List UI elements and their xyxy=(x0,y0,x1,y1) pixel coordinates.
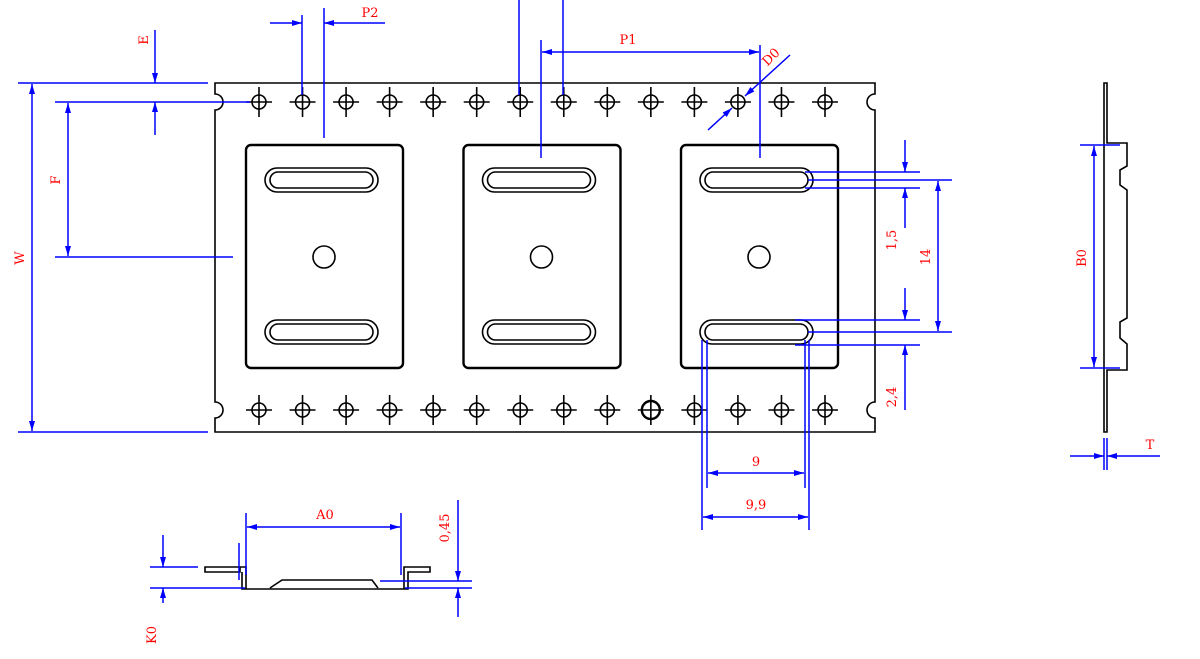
slot-outer xyxy=(481,319,597,345)
label-9: 9 xyxy=(752,455,760,470)
dimension-e: E xyxy=(18,30,250,135)
label-0-45: 0,45 xyxy=(438,514,453,543)
dimension-p1: P1 xyxy=(518,0,761,158)
sprocket-hole xyxy=(376,395,403,425)
dimension-slot-horizontal: 9 9,9 xyxy=(701,340,810,530)
slot-inner xyxy=(269,323,374,341)
sprocket-hole xyxy=(724,87,751,117)
slot-outer xyxy=(264,319,379,345)
sprocket-hole xyxy=(463,87,490,117)
sprocket-hole xyxy=(681,87,708,117)
sprocket-hole xyxy=(333,395,360,425)
sprocket-hole xyxy=(376,87,403,117)
pocket xyxy=(679,143,840,370)
side-view: B0 T xyxy=(1070,82,1160,470)
center-hole xyxy=(747,245,771,269)
sprocket-hole xyxy=(420,87,447,117)
sprocket-hole xyxy=(681,395,708,425)
sprocket-hole xyxy=(812,395,838,425)
sprocket-hole xyxy=(768,87,795,117)
sprocket-hole xyxy=(246,87,272,117)
dimension-d0: D0 xyxy=(707,46,791,131)
slot-outer xyxy=(264,167,379,193)
dimension-slot-vertical: 1,5 14 2,4 xyxy=(795,140,952,410)
sprocket-hole xyxy=(637,395,664,425)
sprocket-hole xyxy=(768,395,795,425)
sprocket-hole xyxy=(594,87,621,117)
slot-inner xyxy=(704,171,809,189)
dimension-f: F xyxy=(49,103,233,258)
sprocket-hole xyxy=(507,395,534,425)
label-1-5: 1,5 xyxy=(885,230,900,251)
slot-outer xyxy=(481,167,597,193)
sprocket-hole xyxy=(724,395,751,425)
label-d0: D0 xyxy=(760,46,784,70)
sprocket-hole xyxy=(550,87,577,117)
sprocket-hole xyxy=(289,395,316,425)
sprocket-hole xyxy=(594,395,621,425)
sprocket-hole xyxy=(420,395,447,425)
label-p1: P1 xyxy=(619,33,636,48)
pocket xyxy=(244,143,405,370)
label-b0: B0 xyxy=(1075,249,1090,267)
label-a0: A0 xyxy=(315,508,334,523)
sprocket-hole xyxy=(507,87,534,117)
pockets xyxy=(244,143,840,370)
sprocket-hole xyxy=(637,87,664,117)
label-9-9: 9,9 xyxy=(746,498,767,513)
center-hole xyxy=(529,245,554,269)
sprocket-hole xyxy=(812,87,838,117)
label-e: E xyxy=(137,35,152,45)
label-k0: K0 xyxy=(145,626,160,644)
slot-inner xyxy=(486,323,592,341)
dimension-p2: P2 xyxy=(270,6,385,138)
slot-inner xyxy=(486,171,592,189)
slot-inner xyxy=(269,171,374,189)
sprocket-hole xyxy=(463,395,490,425)
tape-outline xyxy=(214,82,876,433)
sprocket-hole xyxy=(333,87,360,117)
pocket xyxy=(462,143,622,370)
cross-section-view: A0 K0 0,45 xyxy=(145,500,472,644)
label-p2: P2 xyxy=(361,6,378,21)
sprocket-hole xyxy=(246,395,272,425)
slot-inner xyxy=(704,323,809,341)
label-2-4: 2,4 xyxy=(885,387,900,408)
label-f: F xyxy=(49,175,64,184)
sprocket-hole xyxy=(550,395,577,425)
label-t: T xyxy=(1146,438,1155,453)
label-14: 14 xyxy=(919,249,934,266)
label-w: W xyxy=(13,251,28,265)
dimension-w: W xyxy=(13,84,208,433)
sprocket-holes xyxy=(246,87,838,425)
center-hole xyxy=(312,245,336,269)
